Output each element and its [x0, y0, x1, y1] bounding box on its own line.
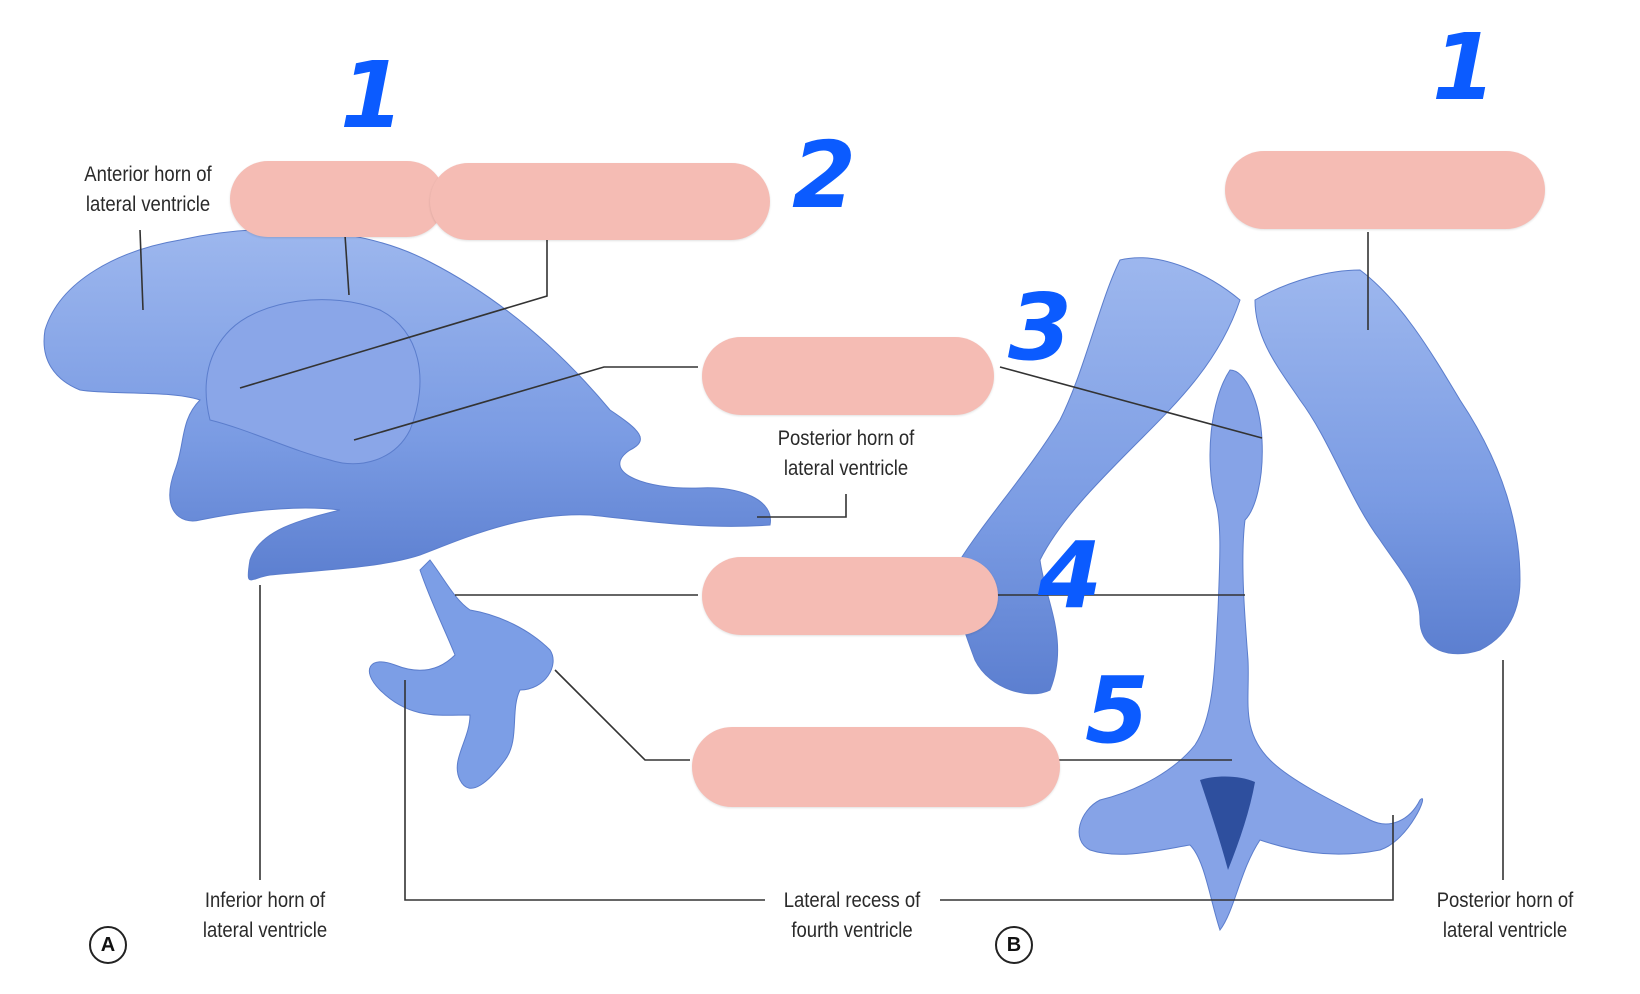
panel-b-marker: B — [995, 926, 1033, 964]
handwritten-number-3: 3 — [1008, 274, 1073, 381]
handwritten-number-5: 5 — [1085, 657, 1150, 764]
answer-blank-2[interactable] — [430, 163, 770, 240]
handwritten-number-4: 4 — [1038, 522, 1103, 629]
right-lateral-ventricle-b — [1254, 269, 1521, 655]
leader-lateral-recess-left — [404, 680, 765, 901]
handwritten-number-1-b: 1 — [1432, 14, 1497, 121]
left-lateral-ventricle-b — [955, 257, 1241, 695]
third-ventricle-b — [1078, 369, 1424, 932]
leader-blank-2 — [239, 240, 548, 389]
answer-blank-3[interactable] — [702, 337, 994, 415]
cerebral-aqueduct-a — [368, 559, 554, 789]
answer-blank-4[interactable] — [702, 557, 998, 635]
leader-blank-5-a — [554, 669, 690, 761]
fourth-ventricle-floor-b — [1200, 776, 1255, 870]
answer-blank-1-a[interactable] — [230, 161, 445, 237]
leader-blank-1-a — [344, 234, 350, 296]
leader-blank-3-a — [353, 366, 698, 441]
third-ventricle-a — [205, 299, 421, 465]
handwritten-number-1-a: 1 — [340, 42, 405, 149]
panel-b-ventricle-cast — [955, 257, 1521, 932]
leader-lateral-recess-right — [940, 815, 1394, 901]
leader-anterior-horn — [139, 229, 144, 311]
leader-lines — [139, 229, 1504, 901]
handwritten-number-2: 2 — [792, 122, 857, 229]
answer-blank-1-b[interactable] — [1225, 151, 1545, 229]
leader-posterior-horn-a — [757, 494, 847, 518]
leader-blank-3-b — [999, 366, 1263, 439]
panel-a-marker: A — [89, 926, 127, 964]
panel-a-ventricle-cast — [43, 228, 771, 789]
answer-blank-5[interactable] — [692, 727, 1060, 807]
